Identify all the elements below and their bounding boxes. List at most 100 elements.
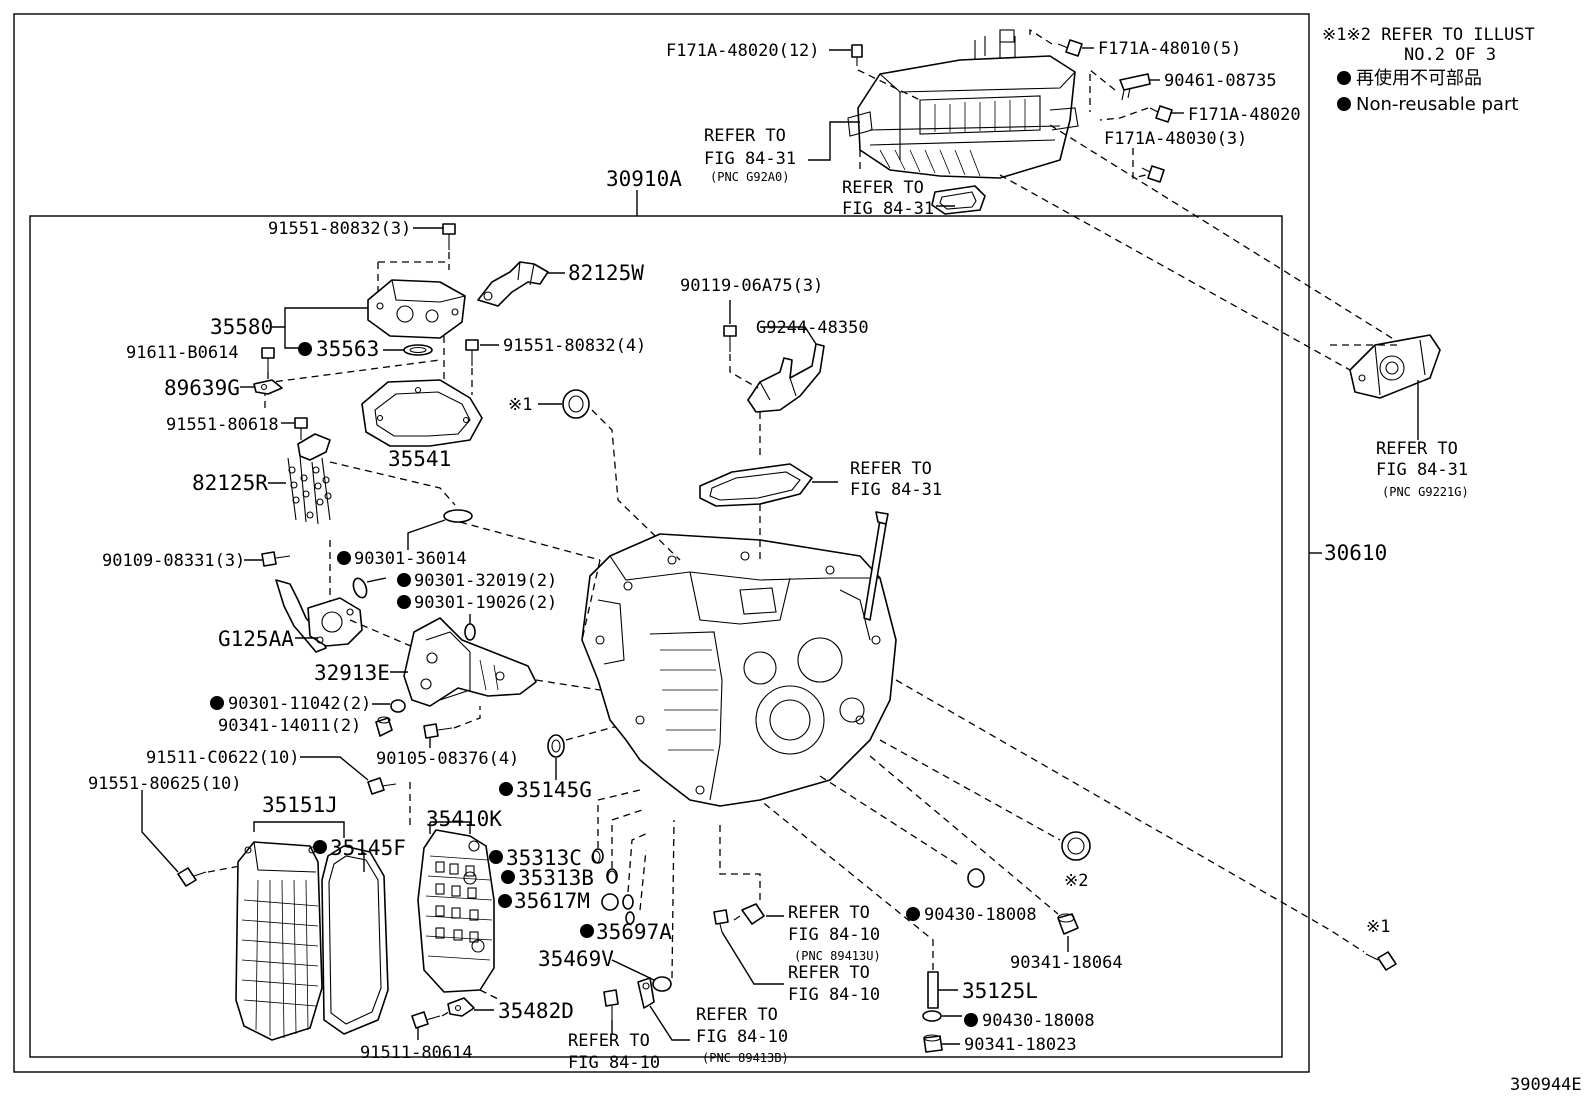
seal-35697a[interactable]	[625, 911, 635, 925]
label-90430-18008-b[interactable]: 90430-18008	[982, 1011, 1095, 1031]
label-82125w[interactable]: 82125W	[568, 261, 644, 285]
ring-35313c[interactable]	[592, 848, 604, 864]
label-90301-32019-2[interactable]: 90301-32019(2)	[414, 571, 557, 591]
bolt-91551-80625-10-icon[interactable]	[177, 867, 207, 887]
label-91551-80832-4[interactable]: 91551-80832(4)	[503, 336, 646, 356]
label-35617m[interactable]: 35617M	[514, 889, 590, 913]
label-35313b[interactable]: 35313B	[518, 866, 594, 890]
label-90105-08376-4[interactable]: 90105-08376(4)	[376, 749, 519, 769]
o-ring-90301-19026[interactable]	[464, 623, 476, 641]
ref-89413b-l1[interactable]: REFER TO	[696, 1005, 778, 1025]
label-f171a-48020-12[interactable]: F171A-48020(12)	[666, 41, 820, 61]
label-35541[interactable]: 35541	[388, 447, 451, 471]
clip-35482d[interactable]	[447, 997, 475, 1017]
bolt-91551-80832-4-icon[interactable]	[465, 339, 479, 366]
label-91511-80614[interactable]: 91511-80614	[360, 1043, 473, 1063]
ref-g9221g-l2[interactable]: FIG 84-31	[1376, 460, 1468, 480]
seal-mark1-upper[interactable]	[562, 389, 590, 419]
valve-body-cover-35541[interactable]	[361, 379, 483, 447]
label-89639g[interactable]: 89639G	[164, 376, 240, 400]
ref-gasket-top-l1[interactable]: REFER TO	[842, 178, 924, 198]
label-90341-14011-2[interactable]: 90341-14011(2)	[218, 716, 361, 736]
gasket-90430-18008-lower[interactable]	[922, 1010, 942, 1022]
label-35125l[interactable]: 35125L	[962, 979, 1038, 1003]
seal-35145g[interactable]	[547, 734, 565, 758]
ref-pan-gasket-l2[interactable]: FIG 84-31	[850, 480, 942, 500]
transaxle-case-30610[interactable]	[581, 533, 897, 807]
dipstick-tube[interactable]	[863, 511, 889, 621]
bolt-f171a-48030-3-icon[interactable]	[1141, 165, 1165, 183]
inverter-assembly[interactable]	[847, 29, 1079, 179]
bolt-89413b-icon[interactable]	[603, 989, 619, 1020]
label-35145f[interactable]: 35145F	[330, 836, 406, 860]
label-90341-18023[interactable]: 90341-18023	[964, 1035, 1077, 1055]
bolt-89413u-icon[interactable]	[713, 909, 729, 933]
pipe-35125l[interactable]	[927, 971, 939, 1009]
ref-8410-mid-l1[interactable]: REFER TO	[788, 963, 870, 983]
bolt-91611-b0614-icon[interactable]	[261, 347, 275, 372]
label-82125r[interactable]: 82125R	[192, 471, 268, 495]
label-35469v[interactable]: 35469V	[538, 947, 614, 971]
bolt-90105-08376-4-icon[interactable]	[423, 723, 453, 739]
label-35580[interactable]: 35580	[210, 315, 273, 339]
label-f171a-48020[interactable]: F171A-48020	[1188, 105, 1301, 125]
ref-g9221g-l1[interactable]: REFER TO	[1376, 439, 1458, 459]
label-90109-08331-3[interactable]: 90109-08331(3)	[102, 551, 245, 571]
oil-pump-cover-35580[interactable]	[367, 279, 466, 339]
bracket-32913e[interactable]	[403, 617, 537, 707]
ref-pan-gasket-l1[interactable]: REFER TO	[850, 459, 932, 479]
label-90341-18064[interactable]: 90341-18064	[1010, 953, 1123, 973]
bolt-91551-80832-3-icon[interactable]	[442, 223, 456, 250]
ring-35617m[interactable]	[601, 893, 634, 911]
label-35697a[interactable]: 35697A	[596, 920, 672, 944]
bracket-89639g[interactable]	[253, 379, 283, 395]
label-90461-08735[interactable]: 90461-08735	[1164, 71, 1277, 91]
bolt-f171a-48020-12-icon[interactable]	[851, 44, 863, 66]
o-ring-35563[interactable]	[403, 344, 433, 356]
seal-mark2[interactable]	[1061, 831, 1091, 861]
label-35482d[interactable]: 35482D	[498, 999, 574, 1023]
ref-89413b-l2[interactable]: FIG 84-10	[696, 1027, 788, 1047]
bolt-f171a-48010-5-icon[interactable]	[1057, 39, 1083, 57]
valve-body-35410k[interactable]	[417, 829, 495, 993]
pan-gasket-35145f[interactable]	[321, 845, 389, 1035]
upper-pan-gasket[interactable]	[699, 463, 813, 507]
label-90119-06a75-3[interactable]: 90119-06A75(3)	[680, 276, 823, 296]
bolt-91511-c0622-10-icon[interactable]	[367, 777, 397, 795]
label-90301-11042-2[interactable]: 90301-11042(2)	[228, 694, 371, 714]
clip-35469v[interactable]	[652, 976, 672, 992]
label-f171a-48010-5[interactable]: F171A-48010(5)	[1098, 39, 1241, 59]
ref-8410-bottom-l2[interactable]: FIG 84-10	[568, 1053, 660, 1073]
label-90301-19026-2[interactable]: 90301-19026(2)	[414, 593, 557, 613]
sensor-89413b[interactable]	[637, 977, 655, 1009]
bolt-91511-80614-icon[interactable]	[411, 1011, 441, 1029]
label-g9244-48350[interactable]: G9244-48350	[756, 318, 869, 338]
ref-8410-mid-l2[interactable]: FIG 84-10	[788, 985, 880, 1005]
plug-90341-18023[interactable]	[923, 1034, 943, 1053]
gasket-90430-18008-upper[interactable]	[967, 868, 985, 888]
label-35410k[interactable]: 35410K	[426, 807, 502, 831]
label-35563[interactable]: 35563	[316, 337, 379, 361]
oil-pan-35151j[interactable]	[235, 841, 323, 1041]
o-ring-90301-36014[interactable]	[443, 509, 473, 523]
plug-90341-18064[interactable]	[1057, 913, 1079, 935]
o-ring-90301-11042[interactable]	[390, 699, 406, 713]
wire-harness-82125w[interactable]	[477, 261, 549, 307]
label-35145g[interactable]: 35145G	[516, 778, 592, 802]
label-90430-18008-a[interactable]: 90430-18008	[924, 905, 1037, 925]
label-91611-b0614[interactable]: 91611-B0614	[126, 343, 239, 363]
ref-g92a0-l2[interactable]: FIG 84-31	[704, 149, 796, 169]
bolt-mark1-lower-icon[interactable]	[1365, 951, 1397, 971]
bracket-g9244-48350[interactable]	[747, 343, 825, 413]
label-g125aa[interactable]: G125AA	[218, 627, 294, 651]
bolt-90119-06a75-3-icon[interactable]	[723, 325, 737, 352]
label-35151j[interactable]: 35151J	[262, 793, 338, 817]
label-91551-80832-3[interactable]: 91551-80832(3)	[268, 219, 411, 239]
plug-90341-14011[interactable]	[375, 716, 393, 737]
ref-89413u-l1[interactable]: REFER TO	[788, 903, 870, 923]
ref-g92a0-l1[interactable]: REFER TO	[704, 126, 786, 146]
label-91551-80618[interactable]: 91551-80618	[166, 415, 279, 435]
label-90301-36014[interactable]: 90301-36014	[354, 549, 467, 569]
bolt-90109-08331-3-icon[interactable]	[261, 551, 291, 567]
label-91511-c0622-10[interactable]: 91511-C0622(10)	[146, 748, 300, 768]
